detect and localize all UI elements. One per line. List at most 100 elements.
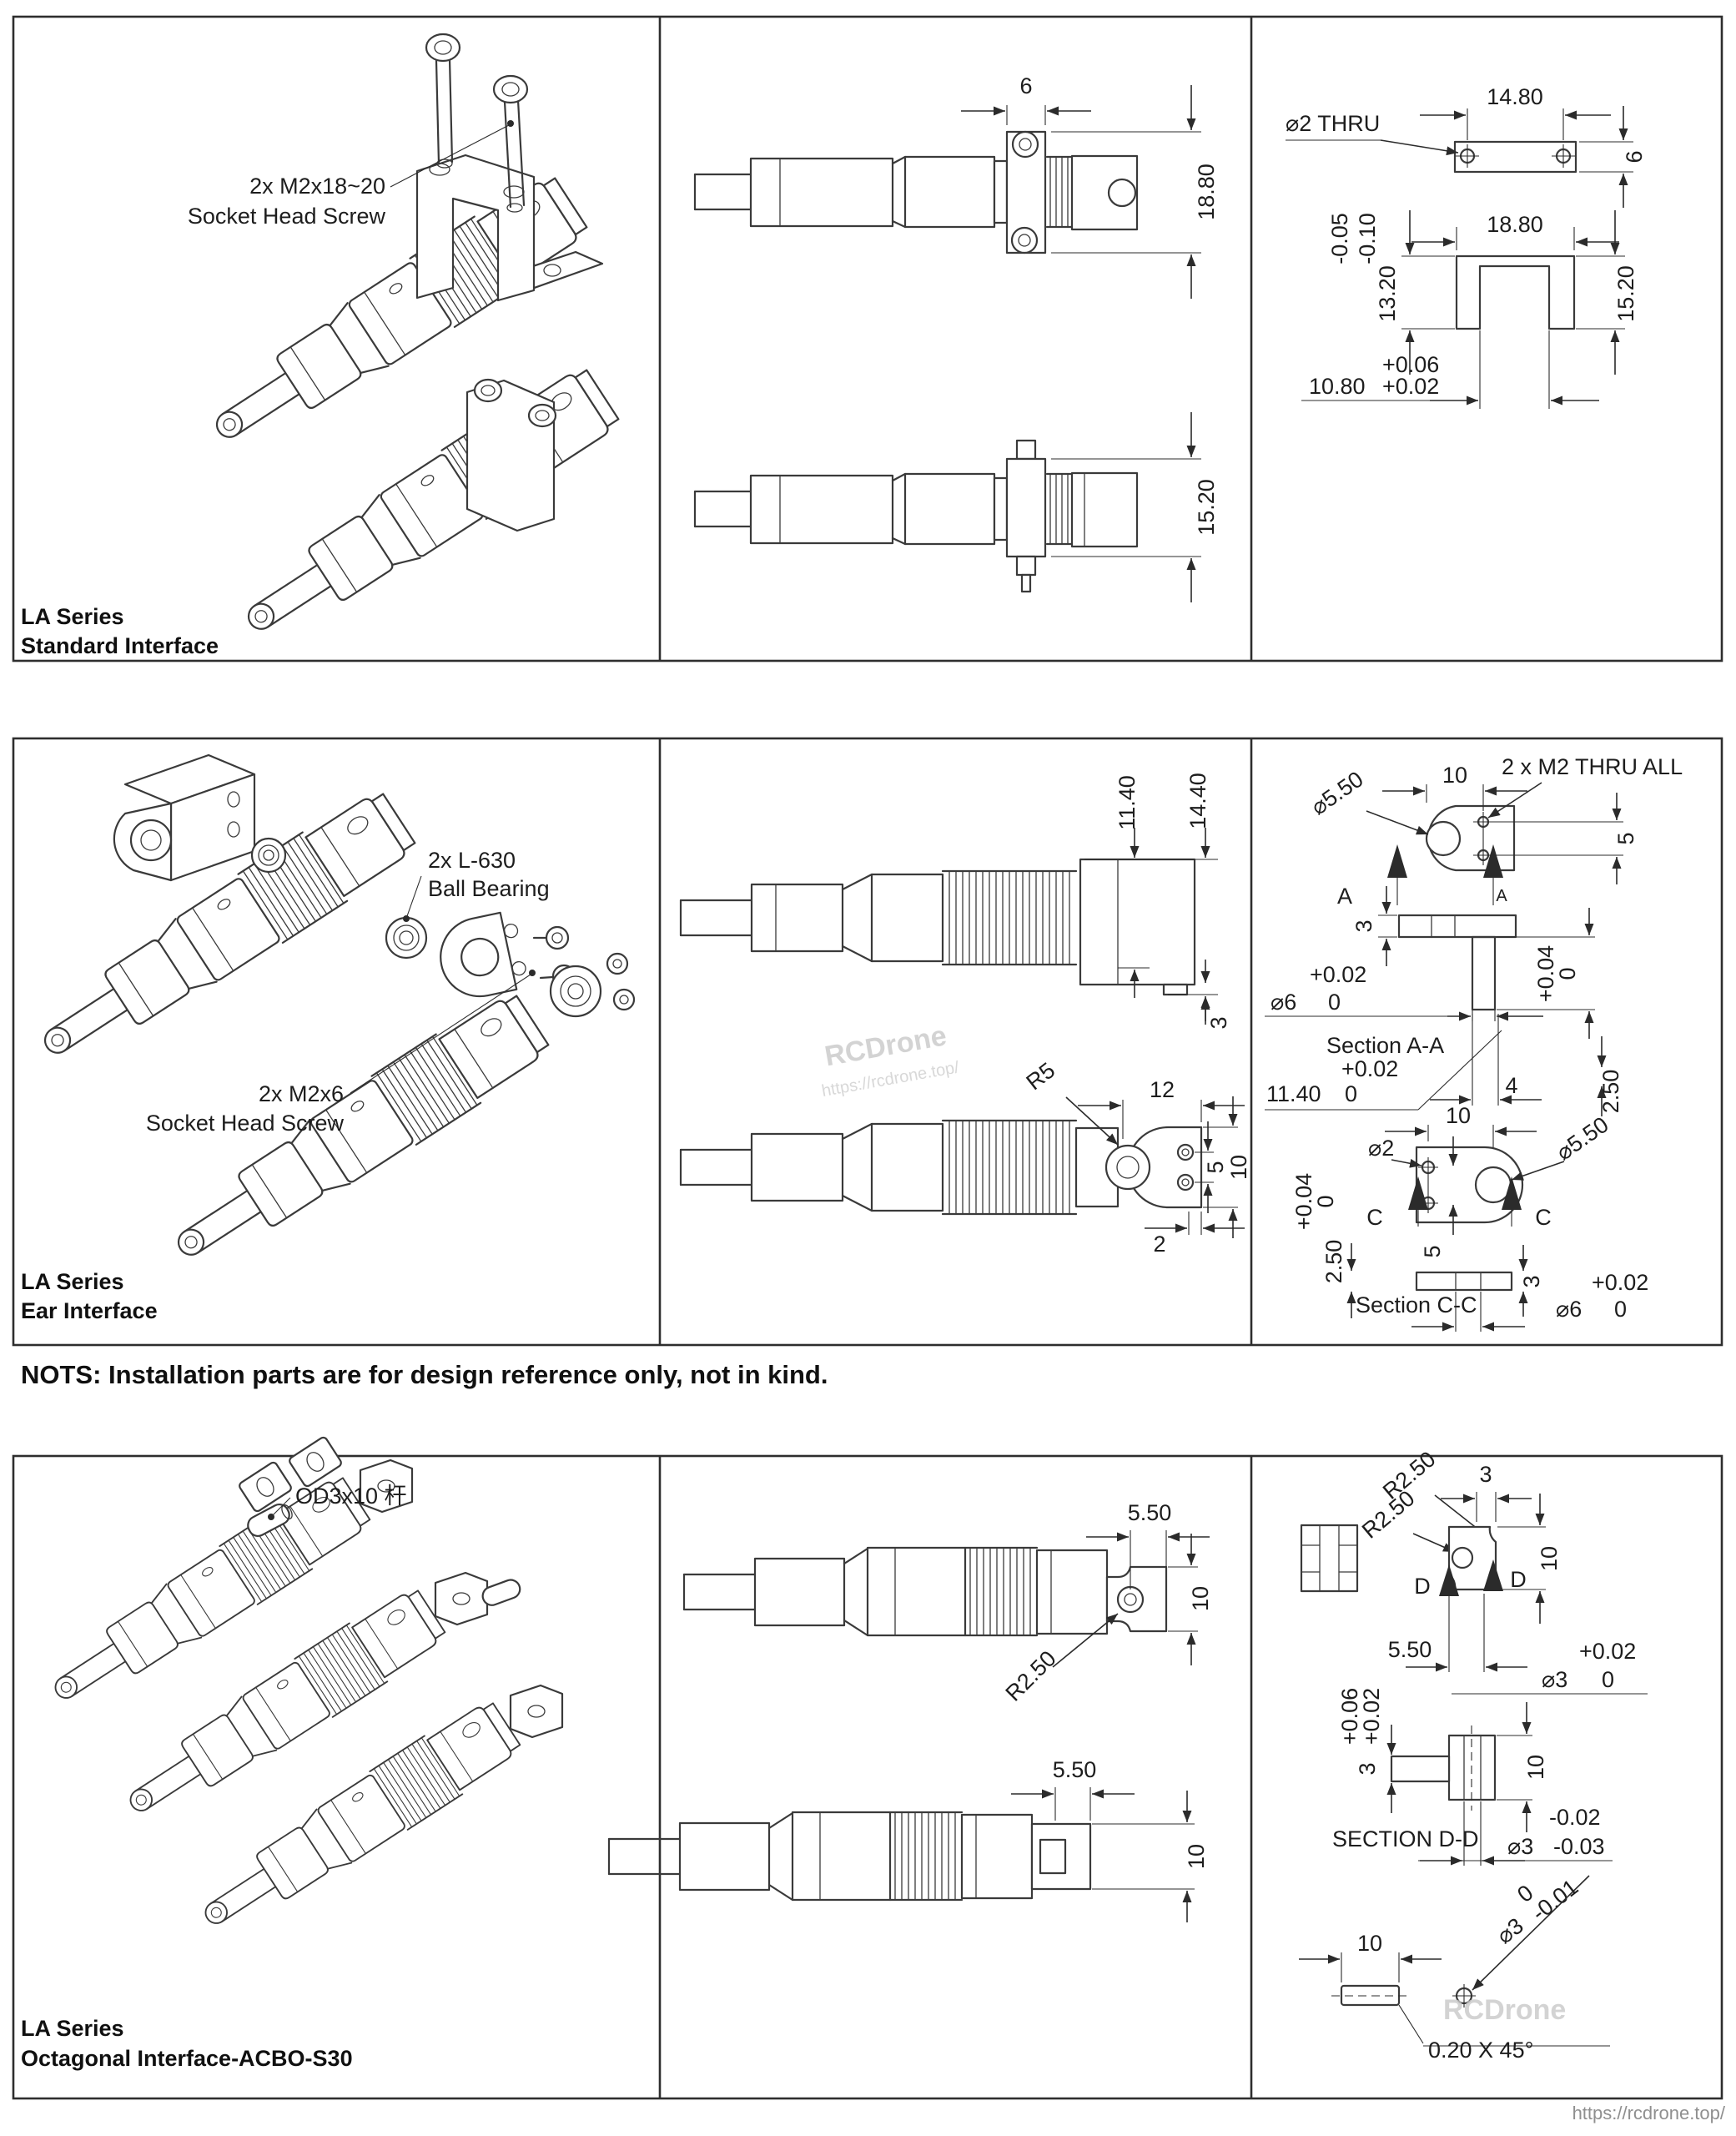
loose-clamp xyxy=(239,1436,342,1538)
tol-02-e: +0.02 xyxy=(1359,1688,1384,1745)
panel2-title-series: LA Series xyxy=(21,1269,124,1294)
dim-2: 2 xyxy=(1153,1232,1165,1257)
section-a-left: A xyxy=(1337,884,1352,909)
bearing-callout-line2: Ball Bearing xyxy=(428,876,550,901)
dim-3-flange: 3 xyxy=(1351,919,1376,932)
dim-3-dd: 3 xyxy=(1355,1762,1380,1775)
octagonal-isometric-view: OD3x10 杆 LA Series Octagonal Interface-A… xyxy=(21,1436,564,2071)
ear-bracket xyxy=(113,753,287,882)
zero-f: 0 xyxy=(1602,1667,1614,1692)
panel-ear-interface: 2x L-630 Ball Bearing 2x M2x6 Socket Hea… xyxy=(12,737,1723,1347)
zero-e: 0 xyxy=(1614,1297,1627,1322)
dim-hole-span: 14.80 xyxy=(1487,84,1543,109)
screw-callout-line2: Socket Head Screw xyxy=(188,204,386,229)
tol-pos006: +0.06 xyxy=(1382,352,1439,377)
panel3-title-series: LA Series xyxy=(21,2016,124,2041)
dia6-c: ⌀6 xyxy=(1556,1297,1582,1322)
dim-plate-height: 6 xyxy=(1622,150,1647,163)
zero-a: 0 xyxy=(1328,990,1341,1015)
dim-250-c: 2.50 xyxy=(1321,1240,1346,1284)
dim-3-cc: 3 xyxy=(1519,1275,1544,1287)
bearing-callout-line1: 2x L-630 xyxy=(428,848,516,873)
pin-callout: OD3x10 杆 xyxy=(295,1484,407,1509)
tol-06-d: +0.06 xyxy=(1337,1688,1362,1745)
tol-02-b: +0.02 xyxy=(1341,1056,1398,1081)
section-c-left: C xyxy=(1366,1205,1383,1230)
tol-n003: -0.03 xyxy=(1553,1834,1605,1859)
zero-b: 0 xyxy=(1555,967,1580,980)
octagonal-side-views: 5.50 10 R2.50 xyxy=(607,1500,1213,1922)
dim-inner-height: 13.20 xyxy=(1375,265,1400,322)
standard-isometric-view: 2x M2x18~20 Socket Head Screw LA Series … xyxy=(21,33,626,659)
dim-1140: 11.40 xyxy=(1115,775,1140,830)
dim-10-l: 10 xyxy=(1184,1844,1209,1869)
tol-n001: -0.01 xyxy=(1527,1874,1583,1926)
tol-neg005: -0.05 xyxy=(1327,213,1352,264)
dim-550-u: 5.50 xyxy=(1128,1500,1172,1525)
dim-5-c: 5 xyxy=(1420,1245,1445,1257)
dim-550-d: 5.50 xyxy=(1388,1637,1432,1662)
ear-side-views: 11.40 14.40 3 RCDrone https://rcdrone.to… xyxy=(679,773,1251,1257)
dim-10-top: 10 xyxy=(1442,763,1467,788)
tol-pos002: +0.02 xyxy=(1382,374,1439,399)
dia3-a: ⌀3 xyxy=(1542,1667,1567,1692)
tol-neg010: -0.10 xyxy=(1355,213,1380,264)
footer-url: https://rcdrone.top/ xyxy=(1572,2103,1726,2123)
panel3-title-type: Octagonal Interface-ACBO-S30 xyxy=(21,2046,353,2071)
dim-5-holes: 5 xyxy=(1203,1161,1228,1173)
dim-clamp-width: 6 xyxy=(1019,73,1032,98)
tol-02-d: +0.02 xyxy=(1579,1639,1636,1664)
dim-10-dd: 10 xyxy=(1523,1755,1548,1780)
dim-10-pin: 10 xyxy=(1357,1931,1382,1956)
tol-04-c: +0.04 xyxy=(1291,1173,1316,1230)
ear-detail-views: 10 2 x M2 THRU ALL ⌀5.50 A A 5 3 xyxy=(1265,754,1683,1332)
watermark-brand-2: RCDrone xyxy=(1443,1994,1566,2026)
dim-outer-height: 15.20 xyxy=(1613,265,1638,322)
panel-octagonal-interface: OD3x10 杆 LA Series Octagonal Interface-A… xyxy=(12,1436,1723,2100)
dim-dia550: ⌀5.50 xyxy=(1306,767,1368,820)
dia3-b: ⌀3 xyxy=(1507,1834,1533,1859)
section-cc-label: Section C-C xyxy=(1356,1292,1477,1317)
dia3-c: ⌀3 xyxy=(1492,1913,1528,1949)
tol-n002: -0.02 xyxy=(1549,1805,1601,1830)
panel-standard-interface: 2x M2x18~20 Socket Head Screw LA Series … xyxy=(12,15,1723,662)
section-aa-label: Section A-A xyxy=(1326,1033,1444,1058)
dim-1140-b: 11.40 xyxy=(1266,1081,1321,1106)
dim-10-d: 10 xyxy=(1537,1546,1562,1571)
chamfer-label: 0.20 X 45° xyxy=(1428,2038,1533,2063)
dim-dia2: ⌀2 xyxy=(1368,1136,1394,1161)
octagonal-detail-views: R2.50 R2.50 3 D D xyxy=(1299,1446,1648,2063)
section-dd-label: SECTION D-D xyxy=(1332,1826,1479,1851)
dim-10-c: 10 xyxy=(1446,1103,1471,1128)
zero-c: 0 xyxy=(1345,1081,1357,1106)
dim-inner-width: 10.80 xyxy=(1309,374,1366,399)
dim-5-top: 5 xyxy=(1613,832,1638,844)
ear-bracket-side xyxy=(1079,858,1196,986)
panel1-title-series: LA Series xyxy=(21,604,124,629)
ear-screw-callout-line2: Socket Head Screw xyxy=(146,1111,345,1136)
section-d-right: D xyxy=(1510,1567,1527,1592)
thru-callout: 2 x M2 THRU ALL xyxy=(1502,754,1683,779)
ear-screw-callout-line1: 2x M2x6 xyxy=(259,1081,344,1106)
section-d-left: D xyxy=(1414,1574,1431,1599)
tol-02-a: +0.02 xyxy=(1310,962,1366,987)
dia6-a: ⌀6 xyxy=(1271,990,1296,1015)
dim-r5: R5 xyxy=(1022,1057,1060,1095)
dim-clamp-height-2: 15.20 xyxy=(1194,479,1219,536)
socket-head-screws xyxy=(425,33,529,213)
ear-isometric-view: 2x L-630 Ball Bearing 2x M2x6 Socket Hea… xyxy=(21,753,636,1323)
screw-callout-line1: 2x M2x18~20 xyxy=(249,174,385,199)
zero-d: 0 xyxy=(1313,1195,1338,1207)
dim-10-ear: 10 xyxy=(1226,1155,1251,1180)
installation-note: NOTS: Installation parts are for design … xyxy=(21,1360,828,1389)
bracket-profile xyxy=(1455,254,1576,330)
dim-250-a: 2.50 xyxy=(1598,1070,1623,1114)
dim-bracket-width: 18.80 xyxy=(1487,212,1543,237)
end-view-square xyxy=(1300,1524,1359,1593)
dim-3-tab: 3 xyxy=(1206,1016,1231,1029)
pin-tolerance-label: ⌀3 0 -0.01 xyxy=(1492,1874,1583,1949)
tol-02-c: +0.02 xyxy=(1592,1270,1648,1295)
dim-3-top: 3 xyxy=(1479,1462,1492,1487)
dim-r250-u: R2.50 xyxy=(1001,1646,1061,1706)
